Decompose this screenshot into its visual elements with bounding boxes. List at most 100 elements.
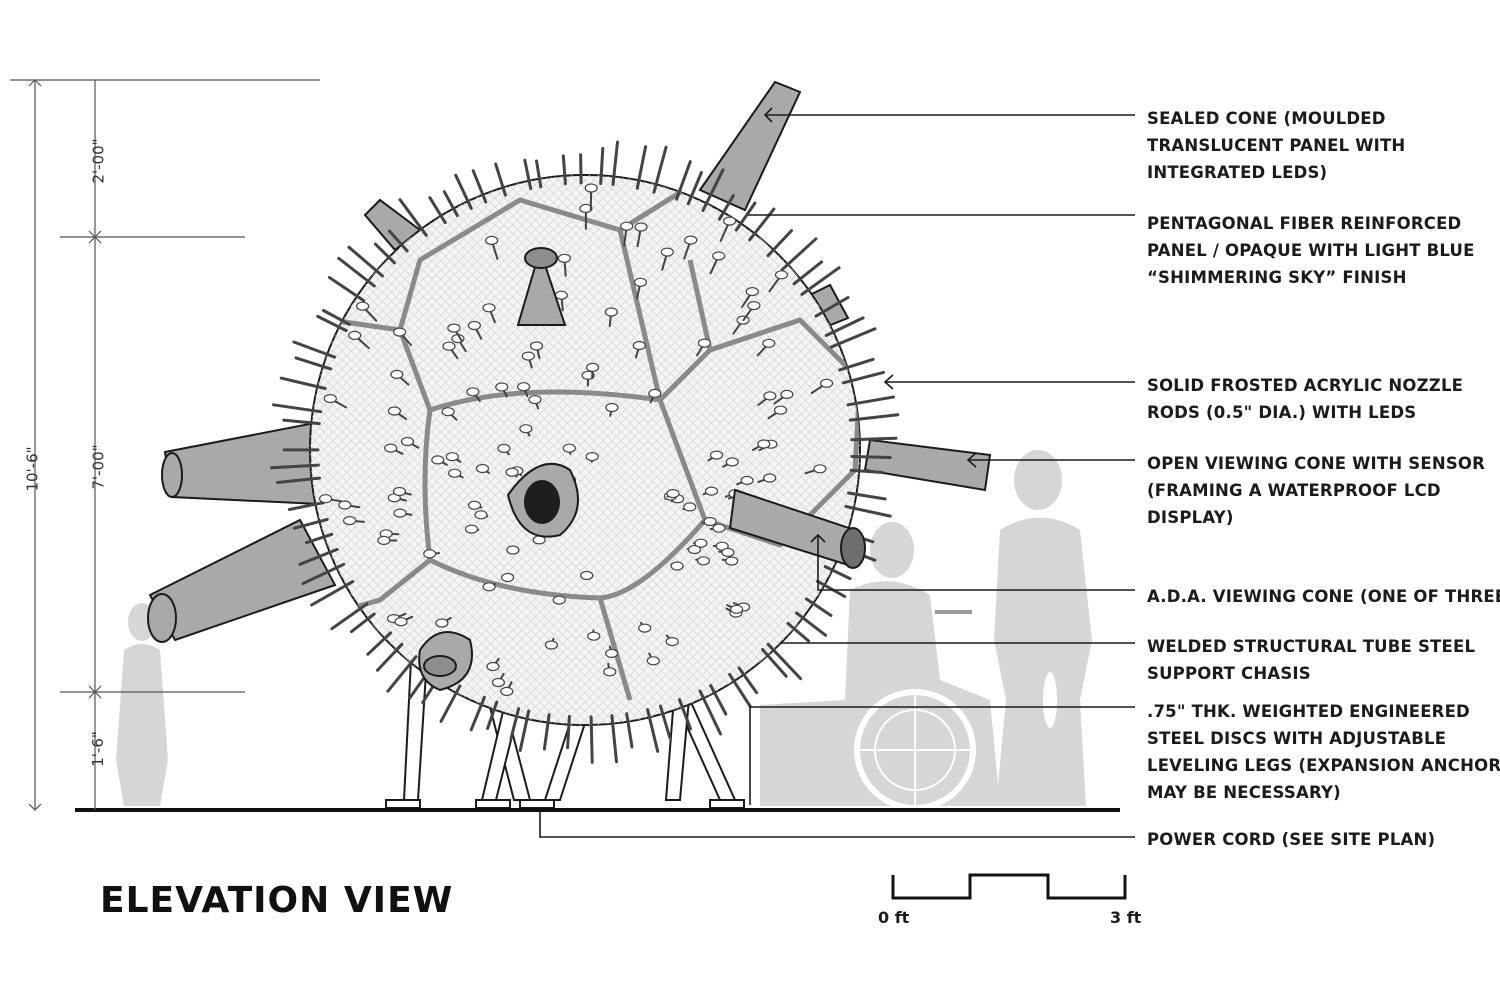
nozzle-tip bbox=[394, 509, 406, 517]
nozzle-tip bbox=[726, 557, 738, 565]
nozzle-tip bbox=[741, 476, 753, 484]
nozzle-rod bbox=[763, 650, 787, 677]
callout-line: MAY BE NECESSARY) bbox=[1147, 779, 1500, 806]
callout-pentagonal-panel: PENTAGONAL FIBER REINFORCED PANEL / OPAQ… bbox=[1147, 210, 1475, 291]
nozzle-tip bbox=[647, 657, 659, 665]
callout-line: LEVELING LEGS (EXPANSION ANCHOR bbox=[1147, 752, 1500, 779]
nozzle-tip bbox=[724, 217, 736, 225]
nozzle-tip bbox=[558, 254, 570, 262]
nozzle-tip bbox=[486, 236, 498, 244]
nozzle-tip bbox=[529, 396, 541, 404]
nozzle-tip bbox=[746, 288, 758, 296]
nozzle-tip bbox=[621, 222, 633, 230]
scale-start-label: 0 ft bbox=[878, 908, 909, 927]
nozzle-tip bbox=[448, 324, 460, 332]
nozzle-tip bbox=[446, 453, 458, 461]
nozzle-tip bbox=[339, 501, 351, 509]
nozzle-rod bbox=[563, 156, 565, 184]
nozzle-tip bbox=[588, 632, 600, 640]
nozzle-tip bbox=[320, 495, 332, 503]
nozzle-tip bbox=[635, 223, 647, 231]
callout-steel-discs: .75" THK. WEIGHTED ENGINEERED STEEL DISC… bbox=[1147, 698, 1500, 806]
dimension-middle-label: 7'-00" bbox=[90, 444, 108, 489]
nozzle-tip bbox=[667, 490, 679, 498]
nozzle-tip bbox=[506, 468, 518, 476]
callout-line: WELDED STRUCTURAL TUBE STEEL bbox=[1147, 633, 1475, 660]
nozzle-tip bbox=[563, 444, 575, 452]
nozzle-tip bbox=[492, 679, 504, 687]
callout-line: TRANSLUCENT PANEL WITH bbox=[1147, 132, 1405, 159]
nozzle-tip bbox=[522, 352, 534, 360]
silhouette-figure-right bbox=[994, 450, 1092, 806]
nozzle-tip bbox=[713, 252, 725, 260]
callout-line: (FRAMING A WATERPROOF LCD bbox=[1147, 477, 1485, 504]
nozzle-tip bbox=[487, 663, 499, 671]
nozzle-tip bbox=[477, 465, 489, 473]
callout-line: “SHIMMERING SKY” FINISH bbox=[1147, 264, 1475, 291]
nozzle-tip bbox=[605, 308, 617, 316]
nozzle-tip bbox=[781, 390, 793, 398]
nozzle-tip bbox=[711, 451, 723, 459]
nozzle-tip bbox=[764, 392, 776, 400]
nozzle-tip bbox=[684, 503, 696, 511]
nozzle-tip bbox=[424, 550, 436, 558]
nozzle-tip bbox=[722, 548, 734, 556]
nozzle-tip bbox=[466, 525, 478, 533]
callout-line: SUPPORT CHASIS bbox=[1147, 660, 1475, 687]
nozzle-tip bbox=[671, 562, 683, 570]
nozzle-tip bbox=[432, 456, 444, 464]
nozzle-tip bbox=[553, 596, 565, 604]
callout-line: SEALED CONE (MOULDED bbox=[1147, 105, 1405, 132]
scale-bar bbox=[893, 875, 1125, 898]
nozzle-rod bbox=[750, 209, 774, 240]
nozzle-tip bbox=[639, 624, 651, 632]
nozzle-rod bbox=[852, 438, 896, 440]
callout-line: OPEN VIEWING CONE WITH SENSOR bbox=[1147, 450, 1485, 477]
callout-line: PANEL / OPAQUE WITH LIGHT BLUE bbox=[1147, 237, 1475, 264]
nozzle-rod bbox=[601, 148, 603, 183]
nozzle-tip bbox=[436, 619, 448, 627]
nozzle-tip bbox=[587, 363, 599, 371]
nozzle-rod bbox=[797, 613, 826, 635]
callout-power-cord: POWER CORD (SEE SITE PLAN) bbox=[1147, 826, 1435, 853]
nozzle-tip bbox=[468, 322, 480, 330]
nozzle-tip bbox=[698, 557, 710, 565]
nozzle-rod bbox=[852, 457, 890, 458]
nozzle-rod bbox=[591, 717, 592, 763]
nozzle-rod bbox=[378, 644, 402, 670]
nozzle-tip bbox=[378, 536, 390, 544]
callout-line: PENTAGONAL FIBER REINFORCED bbox=[1147, 210, 1475, 237]
callout-line: RODS (0.5" DIA.) WITH LEDS bbox=[1147, 399, 1463, 426]
nozzle-tip bbox=[467, 388, 479, 396]
nozzle-tip bbox=[475, 511, 487, 519]
nozzle-tip bbox=[520, 425, 532, 433]
nozzle-tip bbox=[507, 546, 519, 554]
nozzle-rod bbox=[441, 686, 460, 722]
nozzle-tip bbox=[586, 453, 598, 461]
nozzle-tip bbox=[344, 517, 356, 525]
nozzle-tip bbox=[483, 583, 495, 591]
nozzle-tip bbox=[726, 458, 738, 466]
nozzle-rod bbox=[568, 717, 570, 748]
nozzle-tip bbox=[776, 271, 788, 279]
nozzle-tip bbox=[518, 383, 530, 391]
nozzle-tip bbox=[394, 328, 406, 336]
nozzle-tip bbox=[713, 524, 725, 532]
nozzle-tip bbox=[695, 539, 707, 547]
nozzle-tip bbox=[498, 444, 510, 452]
nozzle-tip bbox=[469, 501, 481, 509]
nozzle-rod bbox=[768, 231, 792, 256]
nozzle-tip bbox=[483, 304, 495, 312]
nozzle-tip bbox=[706, 487, 718, 495]
nozzle-tip bbox=[443, 342, 455, 350]
nozzle-tip bbox=[649, 389, 661, 397]
nozzle-tip bbox=[585, 184, 597, 192]
nozzle-rod bbox=[581, 155, 582, 183]
nozzle-rod bbox=[329, 278, 363, 301]
callout-line: .75" THK. WEIGHTED ENGINEERED bbox=[1147, 698, 1500, 725]
nozzle-tip bbox=[661, 248, 673, 256]
nozzle-tip bbox=[606, 649, 618, 657]
nozzle-tip bbox=[349, 331, 361, 339]
callout-line: STEEL DISCS WITH ADJUSTABLE bbox=[1147, 725, 1500, 752]
